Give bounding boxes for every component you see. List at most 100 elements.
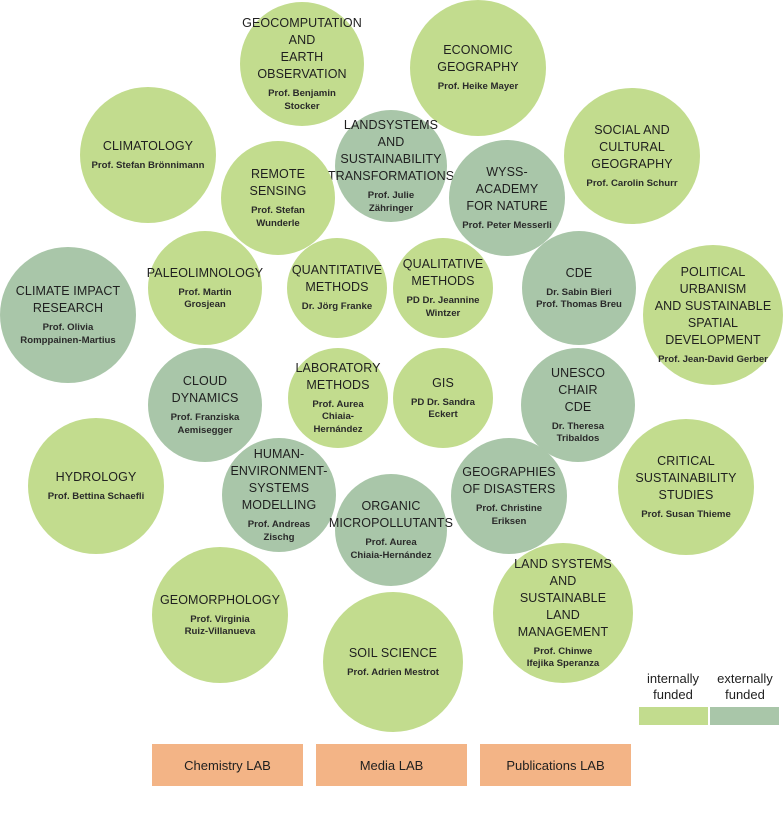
unit-climatology[interactable]: CLIMATOLOGY Prof. Stefan Brönnimann — [80, 87, 216, 223]
unit-name-line: AND SUSTAINABLE — [654, 298, 772, 313]
unit-remote-sensing[interactable]: REMOTE SENSING Prof. Stefan Wunderle — [221, 141, 335, 255]
unit-name: CLOUD DYNAMICS — [158, 373, 252, 407]
media-lab-button[interactable]: Media LAB — [316, 744, 467, 786]
unit-name-line: CRITICAL — [657, 453, 715, 468]
unit-head: Dr. Jörg Franke — [302, 301, 372, 314]
unit-name-line: RESEARCH — [32, 301, 104, 315]
unit-name-line: QUALITATIVE — [402, 257, 484, 271]
unit-name-line: ORGANIC — [361, 499, 421, 513]
unit-landsystems-transformations[interactable]: LANDSYSTEMS AND SUSTAINABILITY TRANSFORMAT… — [328, 110, 454, 222]
unit-name: POLITICAL URBANISM AND SUSTAINABLE SPATIAL… — [653, 264, 773, 349]
unit-head-line: Chiaia-Hernández — [350, 549, 432, 561]
unit-name-line: POLITICAL URBANISM — [679, 264, 747, 296]
unit-head: Prof. Susan Thieme — [641, 509, 731, 522]
unit-name-line: CDE — [565, 265, 593, 280]
unit-head: Prof. Adrien Mestrot — [347, 667, 439, 680]
unit-name: ECONOMIC GEOGRAPHY — [437, 42, 518, 76]
unit-head-line: Prof. Stefan Brönnimann — [91, 159, 205, 171]
unit-head-line: Prof. Heike Mayer — [437, 81, 519, 93]
unit-head: Prof. Julie Zähringer — [345, 190, 437, 215]
unit-name-line: GEOGRAPHY — [437, 60, 519, 75]
unit-name: CDE — [566, 265, 593, 282]
unit-political-urbanism[interactable]: POLITICAL URBANISM AND SUSTAINABLE SPATIAL… — [643, 245, 783, 385]
unit-name-line: OF DISASTERS — [462, 482, 556, 496]
unit-name-line: METHODS — [306, 377, 370, 392]
unit-economic-geography[interactable]: ECONOMIC GEOGRAPHY Prof. Heike Mayer — [410, 0, 546, 136]
unit-head-line: Prof. Stefan Wunderle — [251, 205, 305, 229]
publications-lab-button[interactable]: Publications LAB — [480, 744, 631, 786]
unit-name-line: REMOTE SENSING — [249, 167, 307, 198]
legend-internal-swatch — [639, 707, 708, 725]
unit-head-line: Prof. Adrien Mestrot — [347, 666, 439, 678]
legend-external-label: externally funded — [711, 671, 779, 703]
unit-name-line: ECONOMIC — [443, 43, 513, 58]
unit-head-line: Romppainen-Martius — [20, 334, 116, 346]
unit-head-line: Ruiz-Villanueva — [184, 626, 256, 637]
unit-head-line: Prof. Bettina Schaefli — [47, 490, 145, 502]
unit-head: Prof. Stefan Brönnimann — [92, 160, 205, 173]
legend-internal-label-line: internally — [646, 671, 700, 686]
unit-name-line: EARTH OBSERVATION — [257, 50, 347, 81]
unit-name-line: MANAGEMENT — [517, 624, 609, 639]
unit-name-line: PALEOLIMNOLOGY — [146, 265, 264, 280]
unit-head-line: Prof. Aurea — [365, 537, 417, 548]
unit-name-line: AND SUSTAINABILITY — [340, 135, 442, 166]
unit-hydrology[interactable]: HYDROLOGY Prof. Bettina Schaefli — [28, 418, 164, 554]
unit-head-line: Dr. Sabin Bieri — [546, 286, 612, 298]
unit-name-line: TRANSFORMATIONS — [327, 169, 455, 183]
unit-name-line: HYDROLOGY — [55, 469, 137, 484]
unit-head-line: Prof. Benjamin Stocker — [268, 88, 336, 112]
unit-name-line: SUSTAINABILITY — [635, 470, 737, 485]
unit-name-line: LAND SYSTEMS AND — [514, 556, 612, 588]
unit-name: LANDSYSTEMS AND SUSTAINABILITY TRANSFORMAT… — [328, 117, 454, 185]
unit-paleolimnology[interactable]: PALEOLIMNOLOGY Prof. Martin Grosjean — [146, 231, 264, 345]
unit-head-line: Prof. Julie Zähringer — [367, 190, 415, 214]
unit-head: Prof. Carolin Schurr — [586, 178, 677, 191]
legend-internal-label-line: funded — [653, 687, 693, 702]
unit-name-line: SYSTEMS — [248, 481, 310, 495]
unit-name: CLIMATOLOGY — [103, 138, 193, 155]
unit-head-line: Prof. Aurea — [312, 398, 364, 410]
unit-head: Prof. Martin Grosjean — [158, 287, 252, 312]
unit-head-line: Aemisegger — [177, 424, 233, 436]
unit-name-line: LANDSYSTEMS — [343, 118, 439, 132]
unit-head-line: Prof. Andreas — [247, 519, 311, 530]
unit-name: REMOTE SENSING — [231, 166, 325, 200]
unit-head: PD Dr. Sandra Eckert — [403, 397, 483, 422]
unit-name-line: MICROPOLLUTANTS — [328, 516, 454, 530]
unit-head: Dr. Theresa Tribaldos — [531, 421, 625, 446]
chemistry-lab-button[interactable]: Chemistry LAB — [152, 744, 303, 786]
legend-internal-label: internally funded — [639, 671, 707, 703]
unit-name-line: SPATIAL DEVELOPMENT — [665, 315, 761, 347]
unit-name-line: CDE — [564, 399, 592, 414]
unit-head: Prof. Christine Eriksen — [461, 503, 557, 528]
